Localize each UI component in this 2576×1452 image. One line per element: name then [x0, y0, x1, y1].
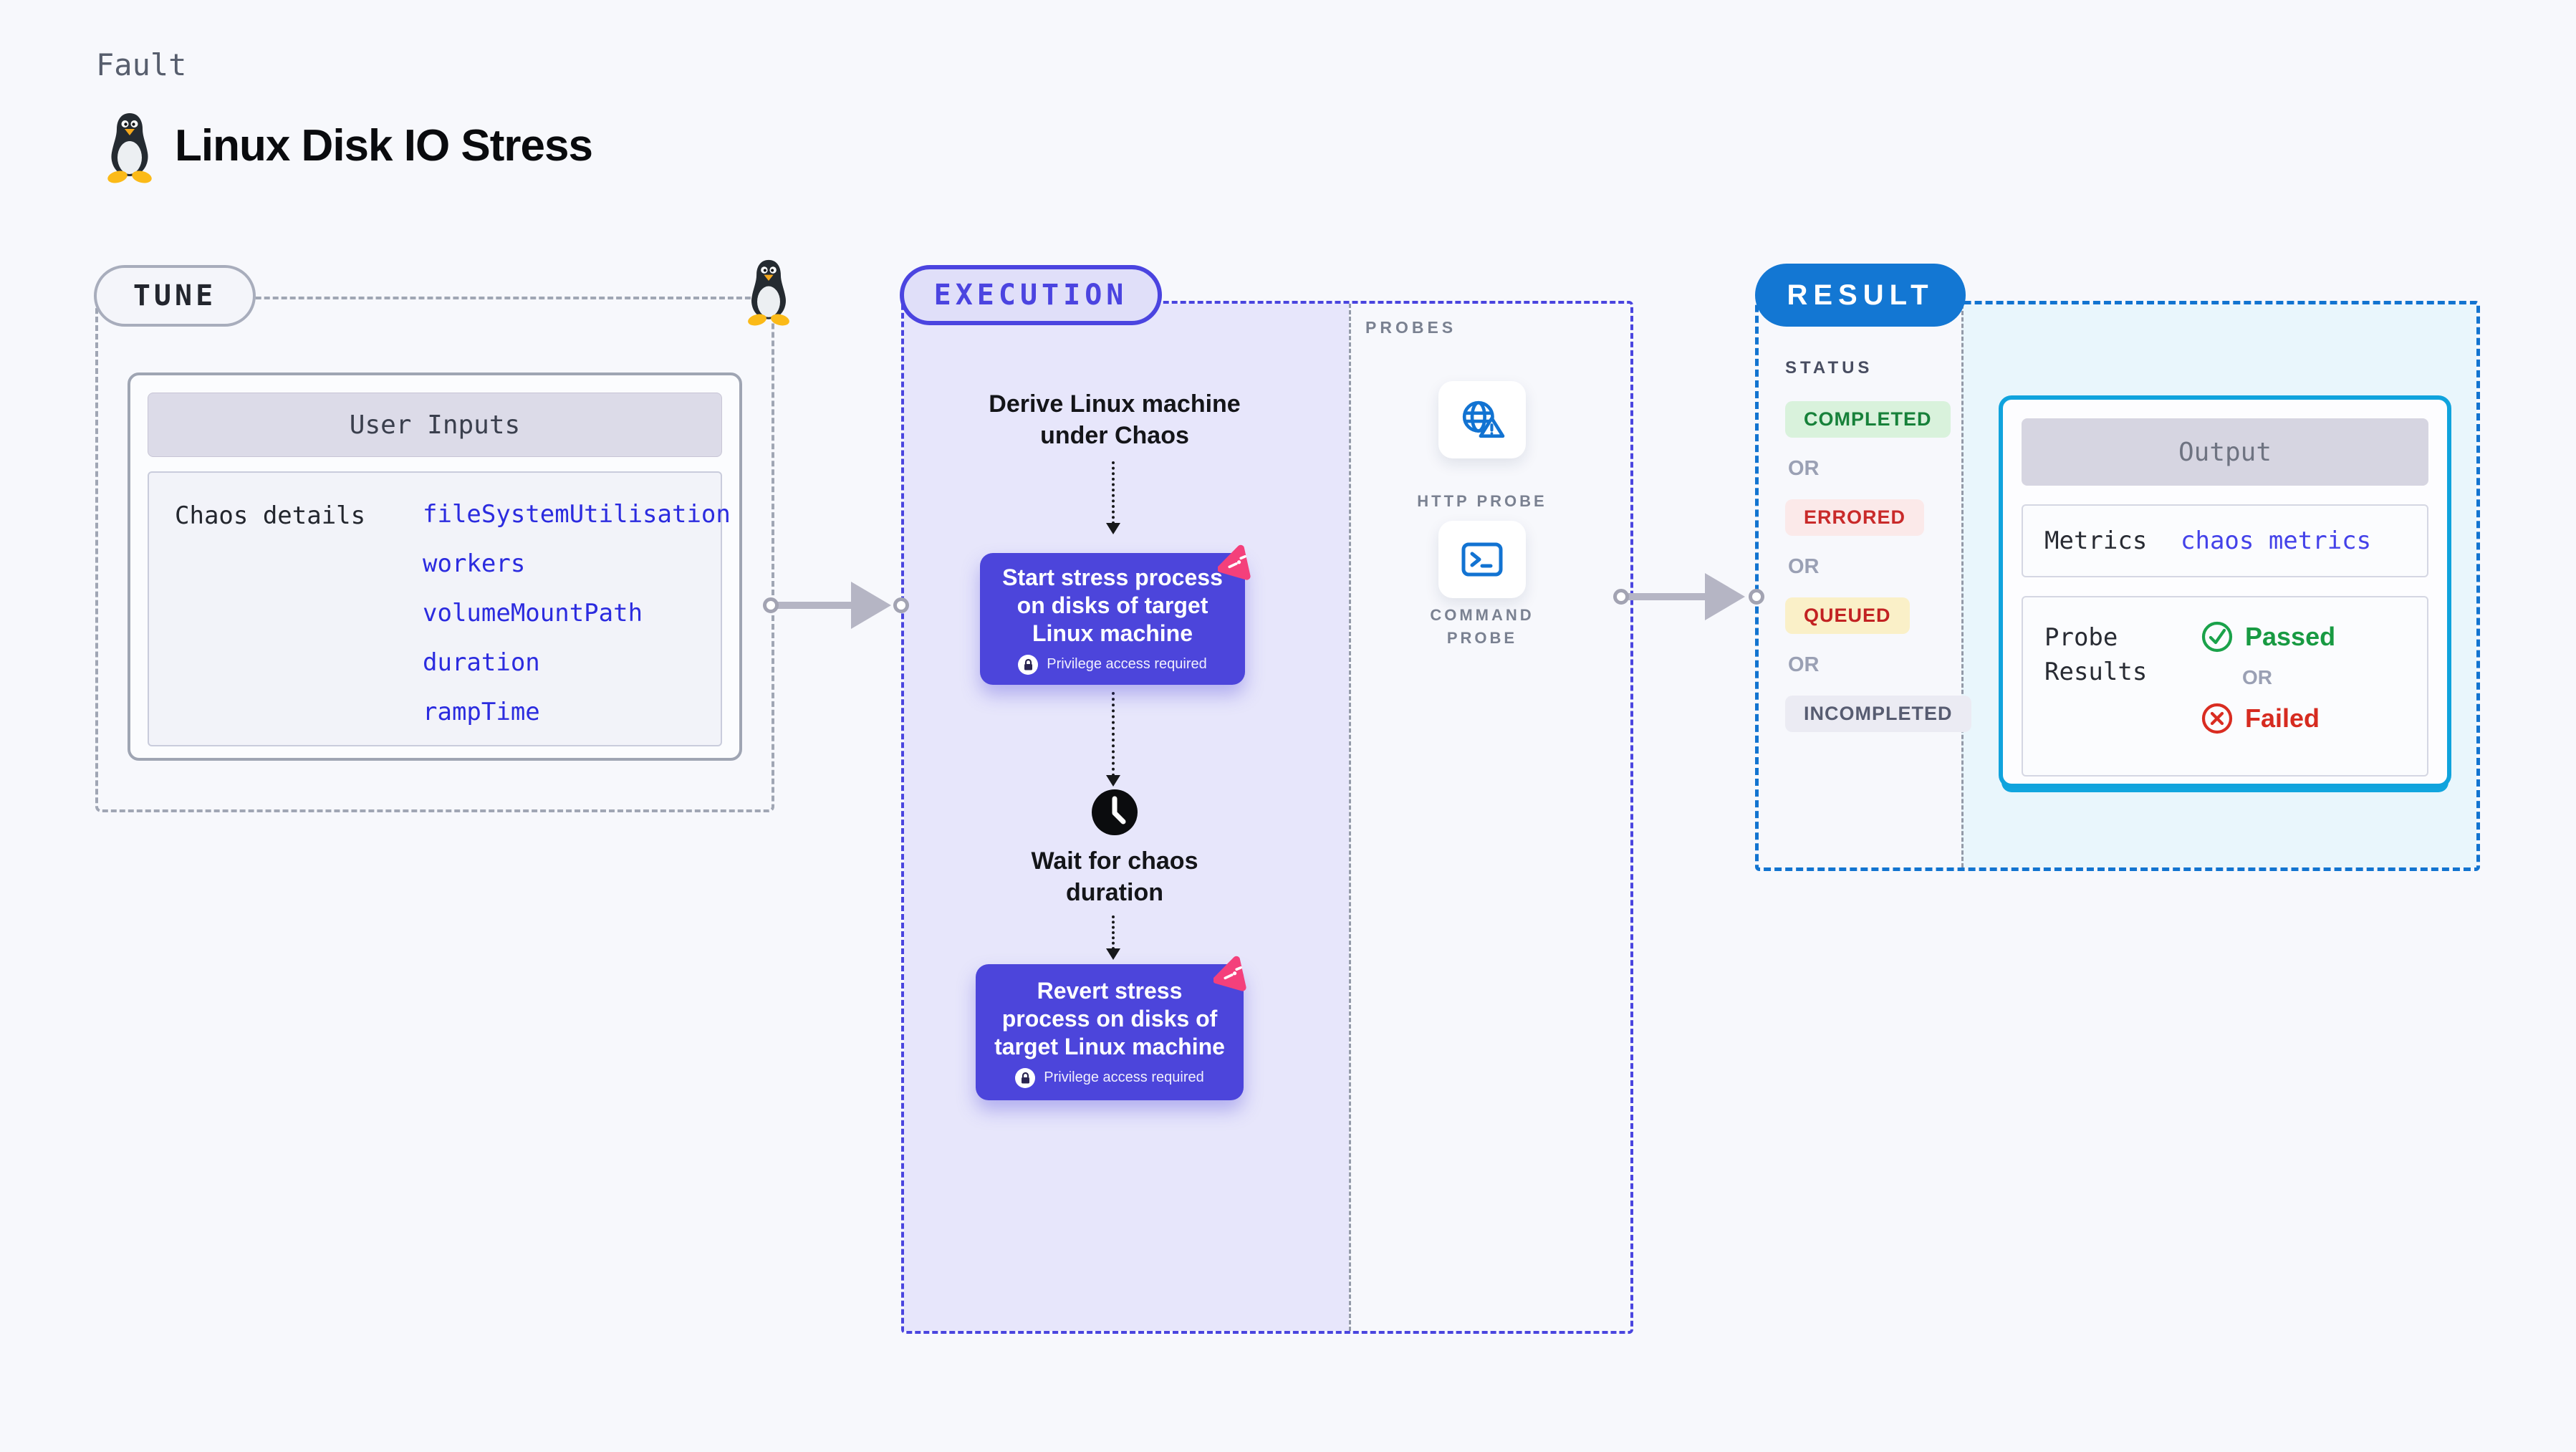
result-badge: RESULT	[1755, 264, 1966, 327]
x-circle-icon	[2201, 703, 2233, 734]
check-circle-icon	[2201, 621, 2233, 653]
probes-label: PROBES	[1365, 318, 1457, 337]
connector-endpoint	[1749, 589, 1764, 605]
arrow-right-icon	[851, 582, 891, 629]
output-card: Output Metrics chaos metrics Probe Resul…	[1999, 395, 2451, 788]
probe-results-values: Passed OR Failed	[2201, 620, 2335, 775]
probes-divider	[1349, 304, 1351, 1331]
chaos-corner-icon	[1217, 542, 1256, 580]
user-input-value: workers	[423, 549, 526, 578]
or-label: OR	[2242, 666, 2272, 688]
user-inputs-card: User Inputs Chaos details fileSystemUtil…	[128, 372, 742, 761]
user-inputs-header: User Inputs	[148, 393, 722, 457]
derive-step-label: Derive Linux machine under Chaos	[989, 390, 1241, 449]
status-badge-incompleted: INCOMPLETED	[1785, 696, 1971, 732]
user-input-value: fileSystemUtilisation	[423, 500, 731, 529]
clock-icon	[1092, 789, 1138, 835]
arrow-down-icon	[1106, 523, 1120, 534]
or-label: OR	[1788, 653, 1820, 676]
command-probe-icon	[1461, 542, 1503, 577]
metrics-row: Metrics chaos metrics	[2022, 504, 2428, 577]
tune-section	[95, 297, 774, 812]
arrow-down-icon	[1106, 948, 1120, 960]
user-inputs-table: Chaos details fileSystemUtilisation worke…	[148, 471, 731, 746]
privilege-note: Privilege access required	[1044, 1069, 1204, 1085]
user-input-value: volumeMountPath	[423, 599, 643, 628]
chaos-details-label: Chaos details	[175, 501, 366, 530]
dotted-line	[1112, 461, 1115, 524]
privilege-row: Privilege access required	[1015, 1067, 1204, 1088]
command-probe-card	[1438, 521, 1526, 598]
status-badge-completed: COMPLETED	[1785, 401, 1951, 438]
metrics-value: chaos metrics	[2181, 527, 2372, 555]
privilege-note: Privilege access required	[1047, 656, 1207, 672]
chaos-corner-icon	[1213, 953, 1252, 991]
fault-kicker: Fault	[96, 47, 187, 82]
probe-results-row: Probe Results Passed OR Failed	[2022, 596, 2428, 777]
connector-line	[771, 602, 857, 609]
metrics-label: Metrics	[2044, 527, 2148, 555]
tux-icon-tune	[746, 258, 791, 327]
execution-section	[901, 301, 1633, 1334]
output-header: Output	[2022, 418, 2428, 486]
revert-stress-label: Revert stress process on disks of target…	[994, 977, 1225, 1059]
status-label: STATUS	[1785, 358, 1873, 378]
user-inputs-values: fileSystemUtilisation workers volumeMountP…	[423, 490, 731, 737]
revert-stress-node: Revert stress process on disks of target…	[976, 964, 1244, 1100]
probe-results-label: Probe Results	[2044, 623, 2148, 686]
connector-endpoint	[763, 597, 779, 613]
http-probe-label: HTTP PROBE	[1417, 492, 1547, 510]
connector-line	[1621, 593, 1711, 600]
user-input-value: rampTime	[423, 698, 540, 726]
status-badge-queued: QUEUED	[1785, 597, 1910, 634]
privilege-row: Privilege access required	[1018, 654, 1207, 675]
tune-badge: TUNE	[94, 265, 256, 327]
start-stress-node: Start stress process on disks of target …	[980, 553, 1245, 685]
or-label: OR	[1788, 457, 1820, 480]
page-title: Linux Disk IO Stress	[175, 121, 593, 170]
status-badge-errored: ERRORED	[1785, 499, 1925, 536]
wait-step-label: Wait for chaos duration	[1031, 847, 1198, 906]
failed-line: Failed	[2201, 702, 2335, 735]
lock-icon	[1018, 654, 1039, 675]
arrow-down-icon	[1106, 775, 1120, 787]
status-list: COMPLETED OR ERRORED OR QUEUED OR INCOMPLETED	[1785, 401, 1971, 749]
user-input-value: duration	[423, 648, 540, 677]
dotted-line	[1112, 915, 1115, 950]
http-probe-icon	[1462, 400, 1505, 438]
connector-endpoint	[1613, 589, 1629, 605]
tux-icon	[106, 112, 153, 183]
arrow-right-icon	[1705, 573, 1745, 620]
start-stress-label: Start stress process on disks of target …	[1002, 564, 1223, 646]
http-probe-card	[1438, 381, 1526, 458]
lock-icon	[1015, 1067, 1036, 1088]
dotted-line	[1112, 692, 1115, 777]
passed-line: Passed	[2201, 620, 2335, 653]
execution-badge: EXECUTION	[900, 265, 1162, 325]
or-label: OR	[1788, 555, 1820, 578]
command-probe-label: COMMAND PROBE	[1430, 606, 1534, 647]
failed-label: Failed	[2245, 703, 2320, 733]
connector-endpoint	[893, 597, 909, 613]
passed-label: Passed	[2245, 622, 2336, 651]
